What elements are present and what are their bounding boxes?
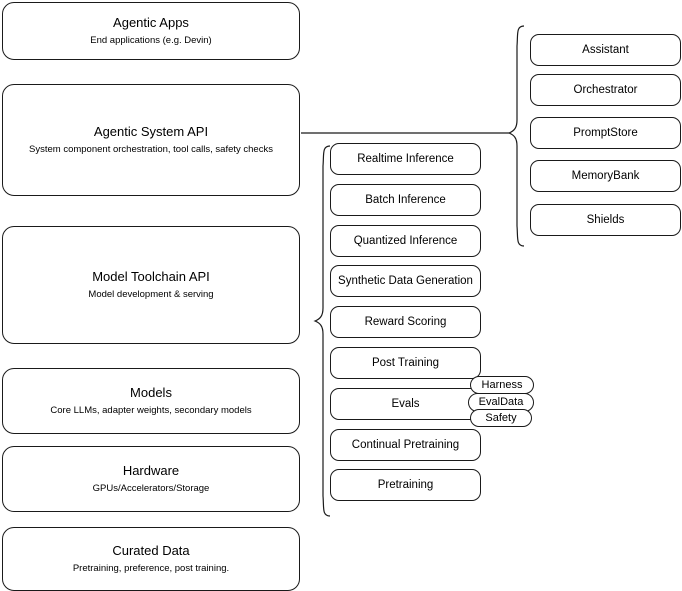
brace-toolchain-components	[313, 145, 331, 517]
stack-title: Agentic System API	[93, 124, 209, 139]
chip-synthetic-data-generation[interactable]: Synthetic Data Generation	[330, 265, 481, 297]
stack-subtitle: System component orchestration, tool cal…	[29, 144, 273, 155]
brace-agentic-components	[507, 25, 525, 247]
stack-title: Hardware	[122, 463, 180, 478]
stack-subtitle: Core LLMs, adapter weights, secondary mo…	[50, 405, 252, 416]
stack-title: Curated Data	[112, 543, 190, 558]
badge-safety[interactable]: Safety	[470, 409, 532, 427]
chip-promptstore[interactable]: PromptStore	[530, 117, 681, 149]
chip-continual-pretraining[interactable]: Continual Pretraining	[330, 429, 481, 461]
chip-orchestrator[interactable]: Orchestrator	[530, 74, 681, 106]
chip-realtime-inference[interactable]: Realtime Inference	[330, 143, 481, 175]
stack-title: Agentic Apps	[113, 15, 189, 30]
stack-box-models[interactable]: Models Core LLMs, adapter weights, secon…	[2, 368, 300, 434]
chip-evals[interactable]: Evals	[330, 388, 481, 420]
stack-subtitle: Pretraining, preference, post training.	[72, 563, 230, 574]
chip-memorybank[interactable]: MemoryBank	[530, 160, 681, 192]
badge-harness[interactable]: Harness	[470, 376, 534, 394]
chip-post-training[interactable]: Post Training	[330, 347, 481, 379]
chip-assistant[interactable]: Assistant	[530, 34, 681, 66]
stack-box-agentic-system-api[interactable]: Agentic System API System component orch…	[2, 84, 300, 196]
stack-box-model-toolchain-api[interactable]: Model Toolchain API Model development & …	[2, 226, 300, 344]
chip-reward-scoring[interactable]: Reward Scoring	[330, 306, 481, 338]
stack-box-agentic-apps[interactable]: Agentic Apps End applications (e.g. Devi…	[2, 2, 300, 60]
stack-subtitle: End applications (e.g. Devin)	[90, 35, 212, 46]
stack-subtitle: Model development & serving	[88, 289, 214, 300]
stack-subtitle: GPUs/Accelerators/Storage	[92, 483, 210, 494]
chip-pretraining[interactable]: Pretraining	[330, 469, 481, 501]
chip-batch-inference[interactable]: Batch Inference	[330, 184, 481, 216]
stack-title: Model Toolchain API	[92, 269, 210, 284]
chip-shields[interactable]: Shields	[530, 204, 681, 236]
stack-box-curated-data[interactable]: Curated Data Pretraining, preference, po…	[2, 527, 300, 591]
chip-quantized-inference[interactable]: Quantized Inference	[330, 225, 481, 257]
stack-title: Models	[130, 385, 172, 400]
stack-box-hardware[interactable]: Hardware GPUs/Accelerators/Storage	[2, 446, 300, 512]
